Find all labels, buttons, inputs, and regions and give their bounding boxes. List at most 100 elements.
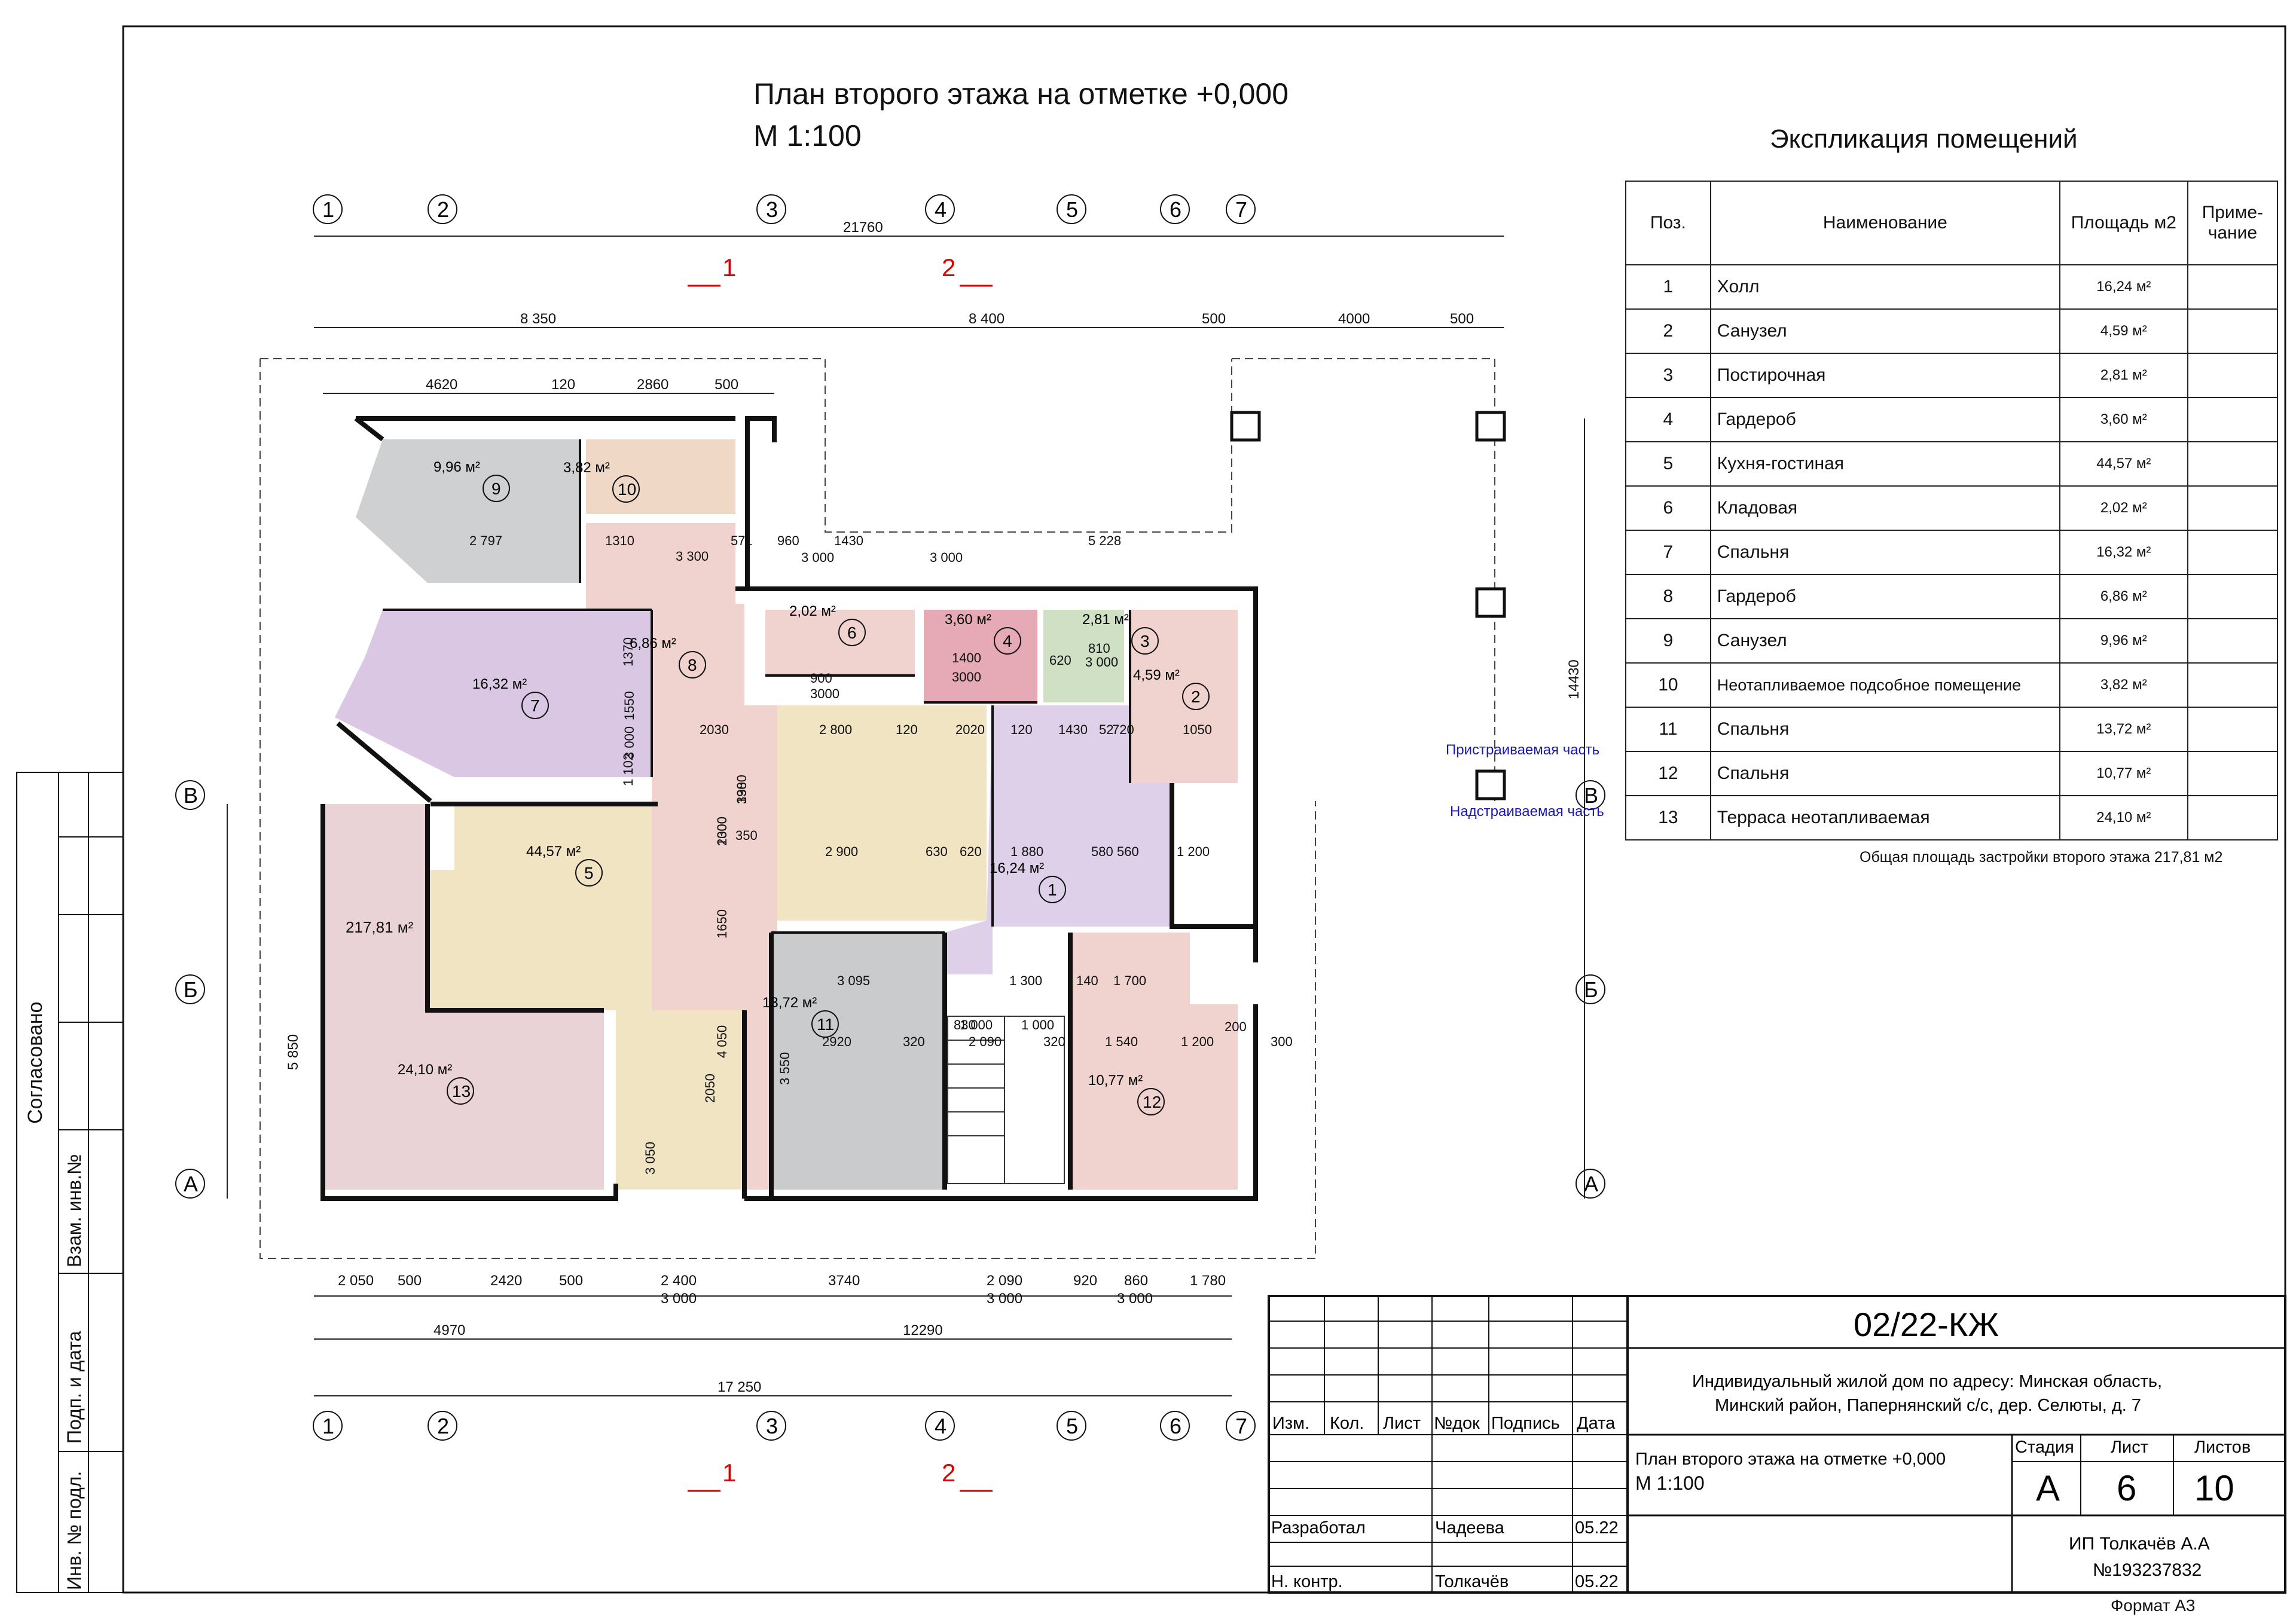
room-2-fill — [1130, 610, 1238, 783]
axis-label: 5 — [1066, 1414, 1078, 1438]
axis-circle — [313, 194, 343, 224]
room-number: 3 — [1140, 632, 1150, 650]
developed-date: 05.22 — [1575, 1518, 1619, 1538]
room-number: 5 — [584, 864, 594, 882]
room-6-fill — [765, 610, 915, 676]
sheet-format: Формат А3 — [2111, 1596, 2196, 1615]
dimension-lines — [227, 236, 1585, 1396]
explication-name: Гардероб — [1709, 574, 2060, 619]
control-name: Толкачёв — [1435, 1572, 1509, 1591]
drawing-title: План второго этажа на отметке +0,000 — [753, 77, 1289, 111]
inner-dimension: 620 — [1049, 653, 1071, 668]
axis-label: 1 — [322, 197, 334, 222]
explication-area: 24,10 м² — [2059, 795, 2188, 840]
explication-pos: 8 — [1625, 574, 1711, 619]
room-12-fill — [1070, 933, 1238, 1190]
object-line-1: Индивидуальный жилой дом по адресу: Минс… — [1692, 1372, 2162, 1391]
dim-top-mid: 8 400 — [969, 311, 1004, 327]
section-mark-1-bottom: 1 — [722, 1459, 736, 1487]
axis-circle — [1226, 1411, 1256, 1441]
axis-circle — [428, 194, 457, 224]
header-note: Приме-чание — [2187, 181, 2279, 265]
inner-dimension: 1 102 — [621, 753, 636, 786]
dim-top-total: 21760 — [843, 219, 883, 236]
axis-label: 7 — [1235, 197, 1247, 222]
room-3-fill — [1043, 610, 1124, 702]
room-area: 44,57 м² — [526, 843, 581, 860]
developed-name: Чадеева — [1435, 1518, 1505, 1538]
explication-name: Санузел — [1709, 618, 2060, 664]
axis-label: 6 — [1170, 1414, 1181, 1438]
dim-b6: 2 090 — [987, 1273, 1022, 1289]
inner-dimension: 1310 — [605, 533, 634, 548]
explication-name: Гардероб — [1709, 397, 2060, 442]
company-id: №193237832 — [2093, 1560, 2202, 1580]
explication-note — [2187, 308, 2279, 354]
dim-b2-1: 3 000 — [987, 1291, 1022, 1307]
sheet-value: 6 — [2117, 1468, 2136, 1508]
inner-dimension: 960 — [777, 533, 799, 548]
explication-pos: 4 — [1625, 397, 1711, 442]
dim-b0: 2 050 — [338, 1273, 374, 1289]
explication-note — [2187, 618, 2279, 664]
room-13-fill — [323, 804, 604, 1190]
axis-circle — [756, 194, 786, 224]
explication-note — [2187, 530, 2279, 575]
explication-note — [2187, 353, 2279, 398]
explication-title: Экспликация помещений — [1770, 124, 2078, 154]
control-date: 05.22 — [1575, 1572, 1619, 1591]
explication-name: Санузел — [1709, 308, 2060, 354]
room-number: 10 — [618, 480, 636, 499]
room-number-circle — [838, 619, 866, 646]
axis-label: 2 — [437, 1414, 449, 1438]
inner-dimension: 140 — [1076, 973, 1098, 988]
room-number-circle — [679, 651, 706, 678]
explication-name: Кладовая — [1709, 485, 2060, 531]
room-1-fill — [945, 705, 1172, 974]
explication-area: 16,32 м² — [2059, 530, 2188, 575]
room-number-circle — [575, 859, 603, 887]
inner-dimension: 1 000 — [1021, 1017, 1054, 1032]
stairs — [947, 1016, 1065, 1184]
dim-bottom-total: 17 250 — [718, 1379, 761, 1395]
room-number: 12 — [1143, 1093, 1161, 1111]
explication-note — [2187, 485, 2279, 531]
dim-top-left: 8 350 — [520, 311, 556, 327]
dim-top-r2: 4000 — [1338, 311, 1370, 327]
explication-note — [2187, 397, 2279, 442]
inner-dimension: 3000 — [952, 670, 981, 684]
room-11-fill — [771, 933, 945, 1190]
inner-dimension: 3000 — [810, 686, 839, 701]
section-marks: 1 2 1 2 — [688, 253, 993, 1492]
room-number: 2 — [1191, 687, 1201, 706]
room-area: 9,96 м² — [433, 459, 480, 475]
dim-b7: 920 — [1073, 1273, 1097, 1289]
explication-name: Холл — [1709, 264, 2060, 310]
axis-label: В — [184, 783, 198, 808]
explication-pos: 12 — [1625, 751, 1711, 796]
room-terrace-fill — [616, 1010, 744, 1190]
developed-label: Разработал — [1271, 1518, 1366, 1538]
dim-b2: 2420 — [490, 1273, 522, 1289]
axis-label: 1 — [322, 1414, 334, 1438]
inner-dimension: 3 000 — [930, 550, 963, 565]
dim-b2-2: 3 000 — [1117, 1291, 1153, 1307]
room-area: 4,59 м² — [1133, 667, 1180, 683]
inner-dimension: 1 880 — [1010, 844, 1043, 859]
axis-circle — [1160, 194, 1190, 224]
explication-header-row: Поз. Наименование Площадь м2 Приме-чание — [1625, 181, 2279, 265]
axis-label: 7 — [1235, 1414, 1247, 1438]
dim-b4: 2 400 — [661, 1273, 697, 1289]
room-number-circle — [1039, 876, 1066, 903]
axis-label: А — [184, 1172, 198, 1196]
inner-dimension: 1650 — [715, 909, 729, 939]
room-area: 3,82 м² — [563, 460, 610, 476]
inner-dimension: 2 797 — [469, 533, 502, 548]
